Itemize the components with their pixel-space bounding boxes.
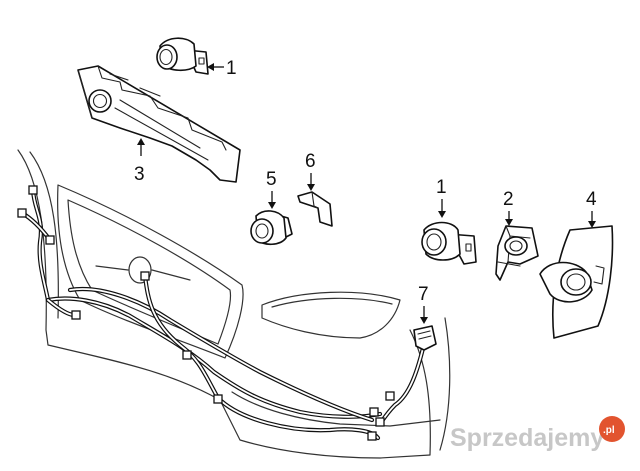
sensor-bezel (539, 225, 614, 339)
svg-text:7: 7 (418, 284, 429, 305)
parking-sensor-upper (156, 37, 209, 75)
watermark-text: Sprzedajemy (450, 424, 604, 452)
harness-clip (375, 417, 385, 427)
harness-clip (182, 350, 192, 360)
sensor-clip (297, 191, 333, 227)
harness-clip (385, 391, 395, 401)
harness-clip (369, 407, 379, 417)
callout-1-top: 1 (207, 58, 237, 79)
svg-text:4: 4 (586, 189, 597, 210)
harness-clip (17, 208, 27, 218)
harness-clip (45, 235, 55, 245)
svg-text:6: 6 (305, 151, 316, 172)
watermark-badge (599, 416, 625, 442)
harness-connector (413, 325, 437, 351)
callout-3: 3 (134, 138, 145, 185)
harness-clip (71, 310, 81, 320)
svg-text:1: 1 (436, 177, 447, 198)
callout-1-right: 1 (436, 177, 447, 218)
wiring-harness (17, 185, 428, 441)
front-bumper (17, 149, 451, 459)
parking-sensor (421, 221, 477, 265)
callout-5: 5 (266, 169, 277, 209)
harness-clip (28, 185, 38, 195)
svg-text:3: 3 (134, 164, 145, 185)
callout-6: 6 (305, 151, 316, 191)
svg-text:2: 2 (503, 189, 514, 210)
sensor-bracket (77, 65, 241, 183)
callout-2: 2 (503, 189, 514, 226)
callout-4: 4 (586, 189, 597, 228)
watermark-badge-text: .pl (603, 425, 615, 436)
harness-clip (140, 271, 150, 281)
sensor-retainer (495, 225, 539, 281)
svg-text:1: 1 (226, 58, 237, 79)
svg-text:5: 5 (266, 169, 277, 190)
watermark: Sprzedajemy .pl (450, 416, 625, 452)
callout-7: 7 (418, 284, 429, 324)
harness-clip (367, 431, 377, 441)
harness-clip (213, 394, 223, 404)
parking-sensor-center (250, 210, 293, 246)
